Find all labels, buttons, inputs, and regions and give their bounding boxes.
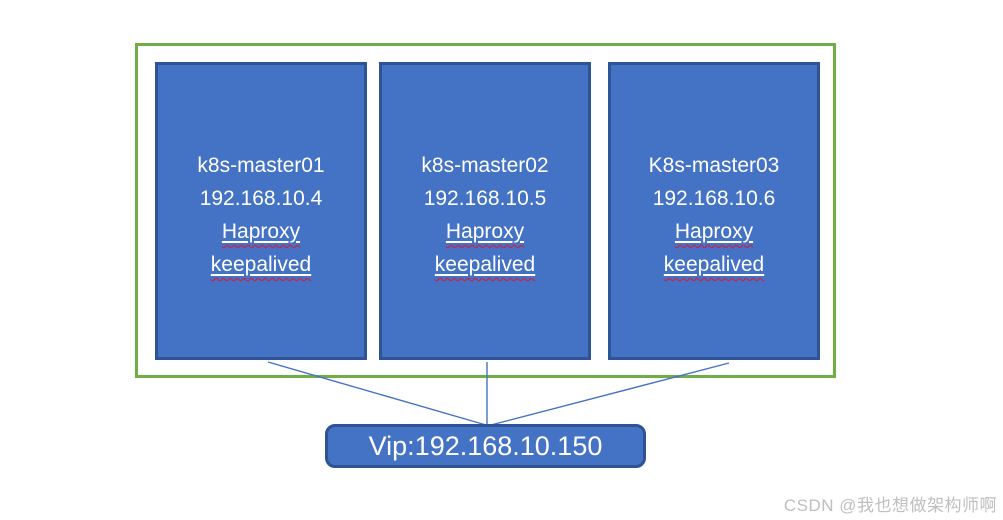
node-hostname: K8s-master03	[648, 154, 780, 177]
service-label-haproxy: Haproxy	[221, 220, 301, 243]
node-hostname: k8s-master01	[197, 154, 325, 177]
service-label-keepalived: keepalived	[434, 253, 536, 276]
service-label-keepalived: keepalived	[663, 253, 765, 276]
node-ip: 192.168.10.6	[652, 187, 776, 210]
node-k8s-master03: K8s-master03 192.168.10.6 Haproxy keepal…	[608, 62, 820, 360]
service-label-keepalived: keepalived	[210, 253, 312, 276]
node-k8s-master02: k8s-master02 192.168.10.5 Haproxy keepal…	[379, 62, 591, 360]
vip-label: Vip:192.168.10.150	[368, 430, 603, 461]
node-k8s-master01: k8s-master01 192.168.10.4 Haproxy keepal…	[155, 62, 367, 360]
node-ip: 192.168.10.5	[423, 187, 547, 210]
node-hostname: k8s-master02	[421, 154, 549, 177]
node-ip: 192.168.10.4	[199, 187, 323, 210]
watermark: CSDN @我也想做架构师啊	[783, 496, 997, 515]
service-label-haproxy: Haproxy	[674, 220, 754, 243]
vip-box: Vip:192.168.10.150	[325, 424, 646, 468]
service-label-haproxy: Haproxy	[445, 220, 525, 243]
